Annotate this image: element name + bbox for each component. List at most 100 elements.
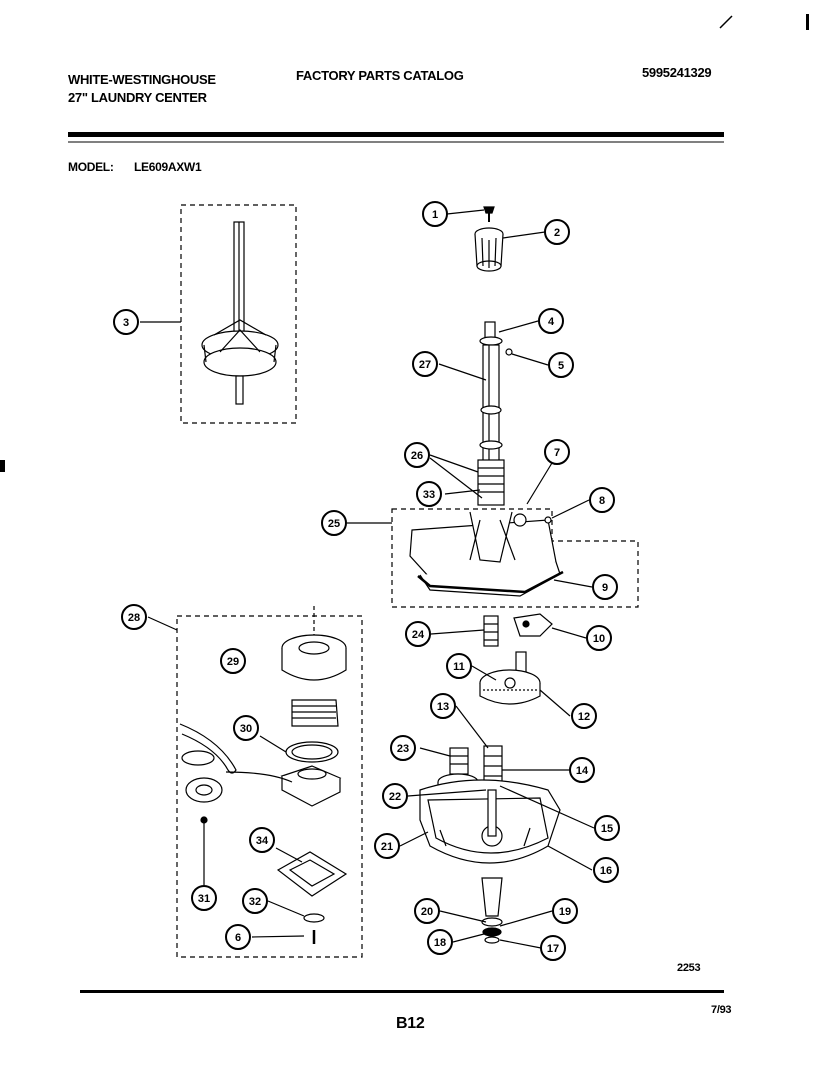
callout-circle [390,735,416,761]
callout-circle [113,309,139,335]
callout-label: 34 [256,835,269,847]
callout-circle [242,888,268,914]
callout-12: 12 [571,703,597,729]
callout-5: 5 [548,352,574,378]
callout-label: 24 [412,629,425,641]
callout-4: 4 [538,308,564,334]
assembly-box-3 [180,204,297,424]
callout-label: 11 [453,661,465,673]
leader-lines [140,209,595,949]
callout-label: 19 [559,906,571,918]
gear-part-12 [479,669,541,705]
callout-30: 30 [233,715,259,741]
callout-18: 18 [427,929,453,955]
screw-part-1 [483,206,495,222]
bearing-assembly-31 [179,723,237,824]
callout-circle [321,510,347,536]
callout-circle [191,885,217,911]
callout-circle [594,815,620,841]
callout-9: 9 [592,574,618,600]
callout-label: 23 [397,743,409,755]
callout-circle [586,625,612,651]
tub-seal-assembly [276,606,348,944]
callout-circle [121,604,147,630]
callout-label: 28 [128,612,140,624]
page-number: B12 [396,1015,425,1032]
callout-label: 30 [240,723,252,735]
callout-34: 34 [249,827,275,853]
callout-circle [422,201,448,227]
callout-13: 13 [430,693,456,719]
callout-label: 20 [421,906,433,918]
pin-part-5 [505,348,513,356]
callout-label: 16 [600,865,612,877]
callout-label: 3 [123,317,129,329]
callout-17: 17 [540,935,566,961]
callout-label: 27 [419,359,431,371]
callout-14: 14 [569,757,595,783]
assembly-box-25 [391,508,639,608]
callout-circle [430,693,456,719]
gasket-part-9 [417,570,564,594]
callout-label: 29 [227,656,239,668]
product-line: 27" LAUNDRY CENTER [68,90,207,105]
callout-label: 2 [554,227,560,239]
callout-circle [592,574,618,600]
callout-15: 15 [594,815,620,841]
assembly-box-28 [176,615,363,958]
callout-label: 12 [578,711,590,723]
callout-label: 13 [437,701,449,713]
diagram-reference-number: 2253 [677,962,701,974]
callout-label: 21 [381,841,393,853]
callout-circle [548,352,574,378]
callout-label: 31 [198,893,210,905]
callout-20: 20 [414,898,440,924]
callout-circle [552,898,578,924]
callout-circle [540,935,566,961]
model-value: LE609AXW1 [134,160,202,174]
callout-label: 32 [249,896,261,908]
callout-circle [571,703,597,729]
callout-label: 6 [235,932,241,944]
callout-label: 25 [328,518,340,530]
callout-circle [414,898,440,924]
callout-circle [446,653,472,679]
callout-circle [538,308,564,334]
gear-case-16 [419,779,561,864]
transmission-cover [409,511,561,597]
model-label: MODEL: [68,160,114,174]
agitator-shaft-assembly [201,221,279,405]
callout-circle [412,351,438,377]
callout-circle [404,442,430,468]
callout-8: 8 [589,487,615,513]
gear-part-24 [483,615,499,647]
callout-label: 7 [554,447,560,459]
scan-mark [806,14,809,30]
callout-22: 22 [382,783,408,809]
callout-circle [405,621,431,647]
callout-1: 1 [422,201,448,227]
callout-27: 27 [412,351,438,377]
callout-label: 10 [593,633,605,645]
callout-16: 16 [593,857,619,883]
callout-label: 17 [547,943,559,955]
shifter-part-10 [513,613,553,637]
catalog-title: FACTORY PARTS CATALOG [296,68,464,83]
callout-7: 7 [544,439,570,465]
callout-label: 5 [558,360,564,372]
callout-circle [593,857,619,883]
callout-circle [416,481,442,507]
callout-label: 14 [576,765,589,777]
callout-label: 8 [599,495,605,507]
callout-circle [225,924,251,950]
main-shaft [477,321,505,506]
callout-23: 23 [390,735,416,761]
callout-circle [220,648,246,674]
callout-circle [589,487,615,513]
callout-6: 6 [225,924,251,950]
callout-label: 22 [389,791,401,803]
callout-circle [569,757,595,783]
callout-2: 2 [544,219,570,245]
